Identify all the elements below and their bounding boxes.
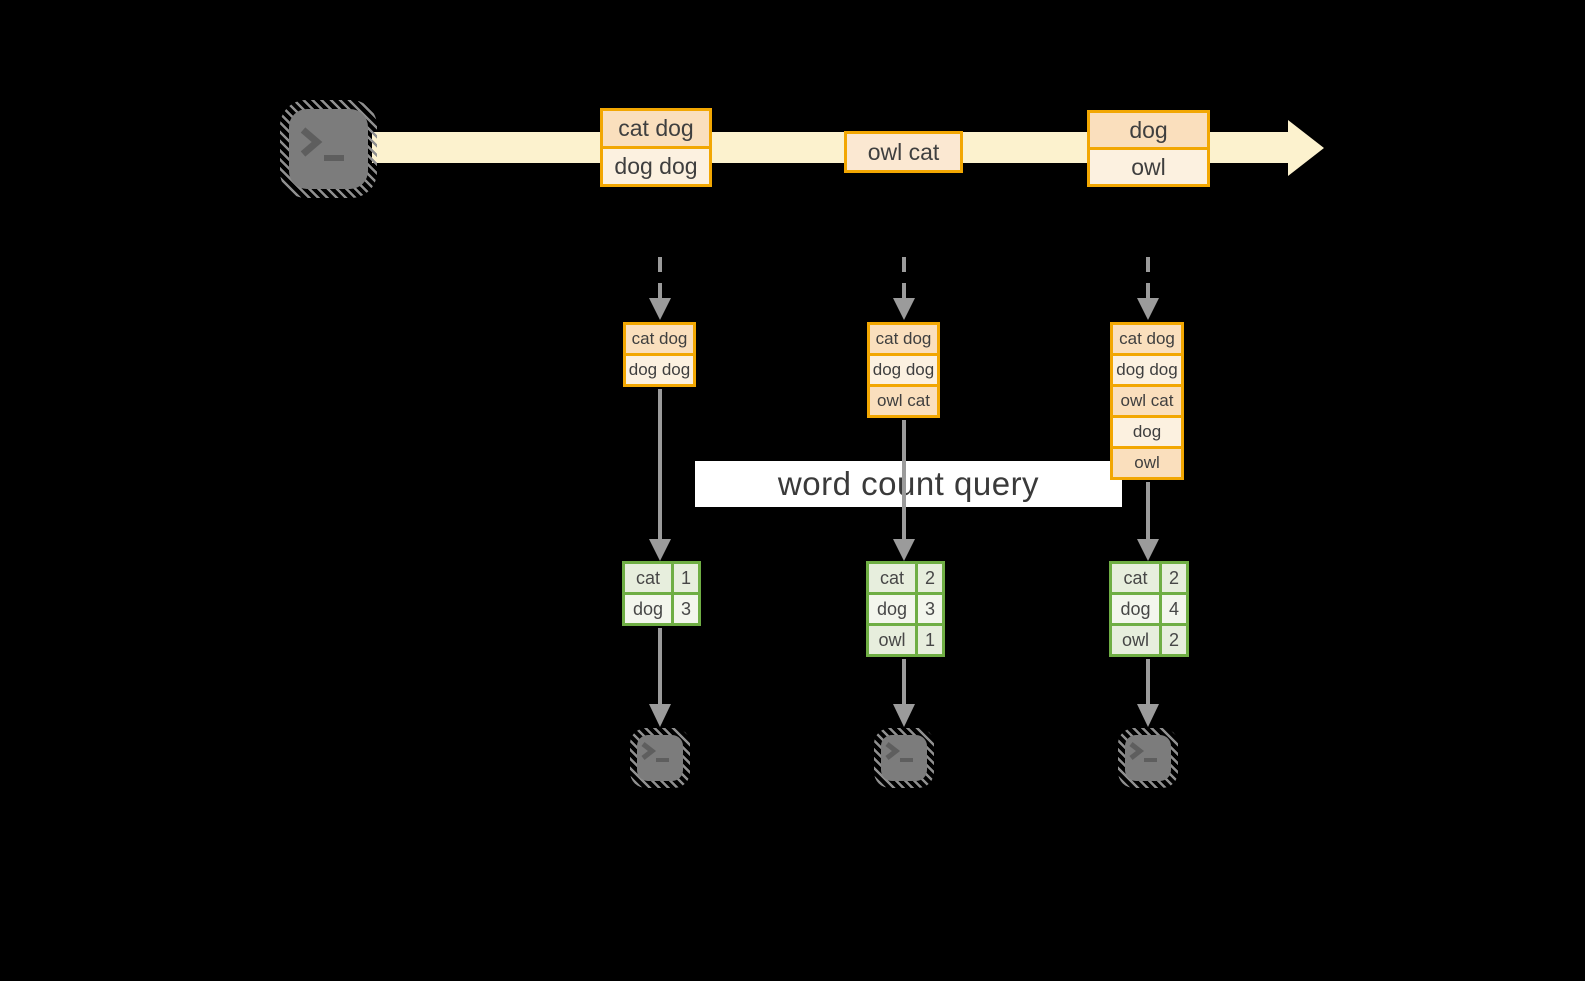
count-value: 2 [1162, 564, 1186, 592]
stream-event-cell: owl [1090, 150, 1207, 184]
count-word: dog [869, 595, 915, 623]
buffer-stack-1: cat dog dog dog [623, 322, 696, 387]
buffer-cell: cat dog [626, 325, 693, 353]
arrow-table-to-sink-col1 [649, 628, 671, 727]
count-word: cat [625, 564, 671, 592]
buffer-cell: dog [1113, 418, 1181, 446]
count-value: 2 [918, 564, 942, 592]
terminal-icon-body [289, 109, 368, 189]
buffer-stack-3: cat dog dog dog owl cat dog owl [1110, 322, 1184, 480]
count-table-2: cat 2 dog 3 owl 1 [866, 561, 945, 657]
stream-event-cell: dog dog [603, 149, 709, 184]
query-band: word count query [695, 461, 1122, 507]
count-value: 2 [1162, 626, 1186, 654]
dashed-arrow-col2 [893, 257, 915, 320]
stream-event-3: dog owl [1087, 110, 1210, 187]
arrow-buffer-to-table-col3 [1137, 482, 1159, 561]
count-word: dog [625, 595, 671, 623]
count-value: 1 [674, 564, 698, 592]
sink-terminal-icon-3 [1118, 728, 1178, 788]
count-table-3: cat 2 dog 4 owl 2 [1109, 561, 1189, 657]
count-value: 1 [918, 626, 942, 654]
count-table-1: cat 1 dog 3 [622, 561, 701, 626]
sink-terminal-icon-2 [874, 728, 934, 788]
dashed-arrow-col3 [1137, 257, 1159, 320]
buffer-cell: owl cat [1113, 387, 1181, 415]
buffer-cell: owl [1113, 449, 1181, 477]
buffer-stack-2: cat dog dog dog owl cat [867, 322, 940, 418]
terminal-prompt-glyph [1129, 742, 1157, 762]
count-word: owl [869, 626, 915, 654]
terminal-prompt-glyph [300, 127, 344, 161]
arrow-table-to-sink-col2 [893, 659, 915, 727]
arrow-buffer-to-table-col1 [649, 389, 671, 561]
stream-event-1: cat dog dog dog [600, 108, 712, 187]
stream-event-2: owl cat [844, 131, 963, 173]
sink-terminal-icon-1 [630, 728, 690, 788]
source-terminal-icon [280, 100, 377, 198]
stream-event-cell: dog [1090, 113, 1207, 147]
buffer-cell: dog dog [870, 356, 937, 384]
count-value: 3 [674, 595, 698, 623]
count-word: cat [1112, 564, 1159, 592]
terminal-prompt-glyph [885, 742, 913, 762]
count-word: dog [1112, 595, 1159, 623]
count-word: owl [1112, 626, 1159, 654]
count-word: cat [869, 564, 915, 592]
arrow-table-to-sink-col3 [1137, 659, 1159, 727]
terminal-prompt-glyph [641, 742, 669, 762]
stream-event-cell: cat dog [603, 111, 709, 146]
buffer-cell: dog dog [1113, 356, 1181, 384]
query-label: word count query [777, 465, 1040, 502]
buffer-cell: dog dog [626, 356, 693, 384]
buffer-cell: cat dog [1113, 325, 1181, 353]
count-value: 4 [1162, 595, 1186, 623]
count-value: 3 [918, 595, 942, 623]
buffer-cell: owl cat [870, 387, 937, 415]
buffer-cell: cat dog [870, 325, 937, 353]
stream-event-cell: owl cat [847, 134, 960, 170]
dashed-arrow-col1 [649, 257, 671, 320]
